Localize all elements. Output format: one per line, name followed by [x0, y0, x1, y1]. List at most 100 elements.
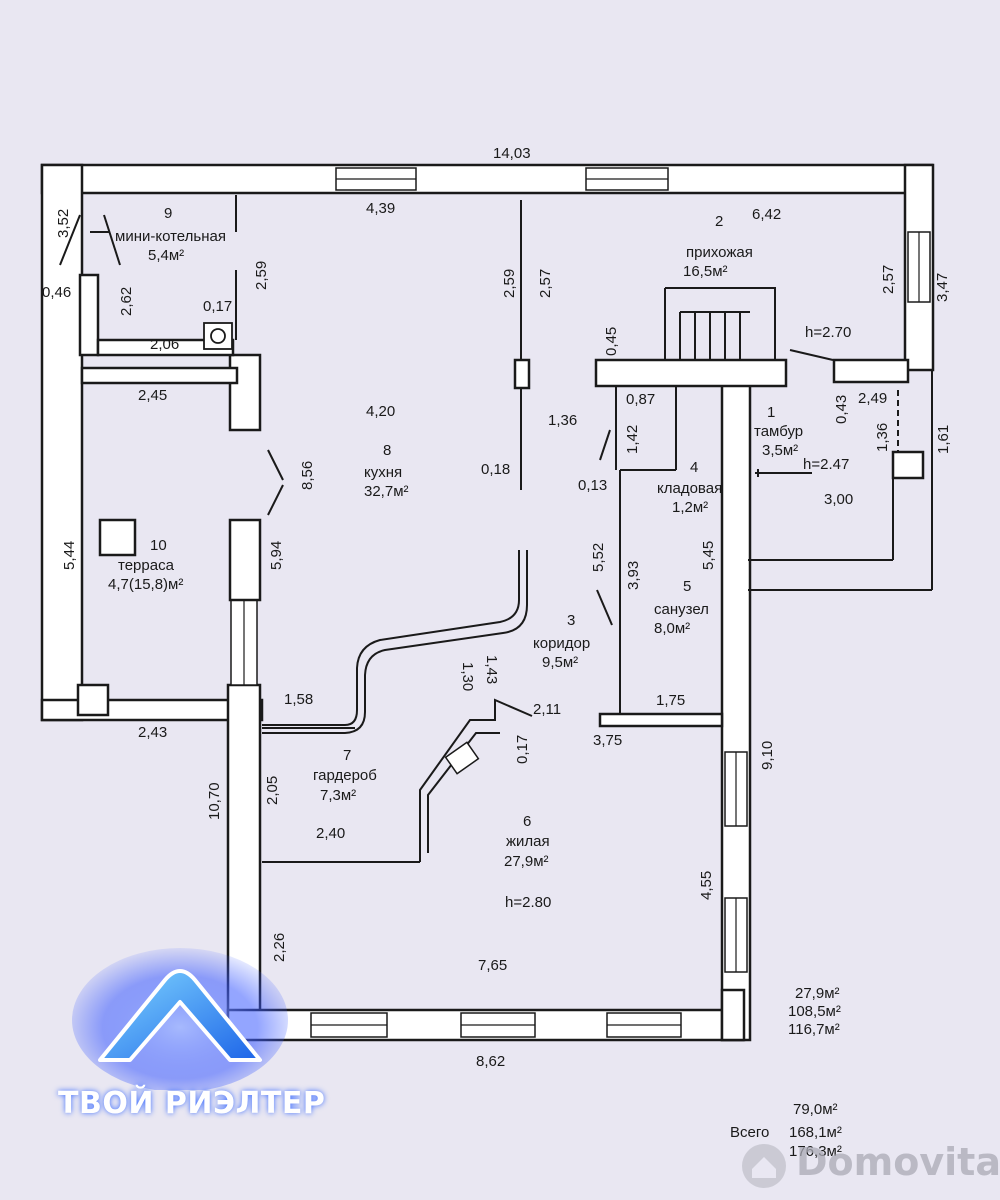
dim-label: 1,43 — [483, 655, 500, 684]
total-value: 176,3м² — [789, 1143, 842, 1160]
svg-text:1: 1 — [767, 404, 775, 421]
svg-text:гардероб: гардероб — [313, 767, 377, 784]
brand-logo-icon — [72, 948, 288, 1090]
svg-text:4,7(15,8)м²: 4,7(15,8)м² — [108, 576, 183, 593]
svg-text:коридор: коридор — [533, 635, 590, 652]
dim-label: 4,20 — [366, 403, 395, 420]
dim-label: 7,65 — [478, 957, 507, 974]
dim-label: 10,70 — [206, 782, 223, 820]
height-vestibule: h=2.47 — [803, 456, 849, 473]
totals-label: Всего — [730, 1124, 769, 1141]
watermark-text: Domovita — [796, 1140, 1000, 1184]
dim-label: 5,45 — [700, 541, 717, 570]
dim-label: 0,46 — [42, 284, 71, 301]
area-totals: 27,9м² 108,5м² 116,7м² 79,0м² Всего 168,… — [730, 985, 842, 1160]
svg-text:9: 9 — [164, 205, 172, 222]
bottom-windows — [230, 599, 748, 1038]
outer-walls — [40, 163, 935, 1042]
dim-label: 2,06 — [150, 336, 179, 353]
dim-label: 0,45 — [603, 327, 620, 356]
height-entry: h=2.70 — [805, 324, 851, 341]
dim-label: 2,11 — [533, 701, 561, 718]
dim-label: 5,94 — [268, 541, 285, 570]
svg-text:жилая: жилая — [506, 833, 550, 850]
svg-text:3,5м²: 3,5м² — [762, 442, 798, 459]
svg-text:7,3м²: 7,3м² — [320, 787, 356, 804]
svg-text:8,0м²: 8,0м² — [654, 620, 690, 637]
svg-text:4: 4 — [690, 459, 698, 476]
dim-label: 1,58 — [284, 691, 313, 708]
svg-text:8: 8 — [383, 442, 391, 459]
svg-text:32,7м²: 32,7м² — [364, 483, 409, 500]
svg-text:27,9м²: 27,9м² — [504, 853, 549, 870]
dim-label: 3,00 — [824, 491, 853, 508]
dim-label: 3,52 — [55, 209, 72, 238]
room-5-label: 5 санузел 8,0м² — [654, 578, 709, 637]
dim-label: 2,57 — [537, 269, 554, 298]
svg-text:5,4м²: 5,4м² — [148, 247, 184, 264]
dim-label: 5,52 — [590, 543, 607, 572]
interior-walls — [76, 273, 925, 728]
svg-text:5: 5 — [683, 578, 691, 595]
top-windows — [335, 167, 931, 303]
room-10-label: 10 терраса 4,7(15,8)м² — [108, 537, 183, 593]
room-8-label: 8 кухня 32,7м² — [364, 442, 409, 500]
dim-label: 1,36 — [874, 423, 891, 452]
dim-label: 3,75 — [593, 732, 622, 749]
room-9-label: 9 мини-котельная 5,4м² — [115, 205, 226, 264]
dim-label: 2,05 — [264, 776, 281, 805]
svg-text:9,5м²: 9,5м² — [542, 654, 578, 671]
partitions — [59, 195, 933, 863]
dimension-labels: 14,03 4,39 6,42 3,52 0,46 2,62 0,17 2,59… — [42, 145, 952, 1070]
dim-label: 1,75 — [656, 692, 685, 709]
dim-label: 2,59 — [253, 261, 270, 290]
total-value: 108,5м² — [788, 1003, 841, 1020]
dim-label: 3,47 — [934, 273, 951, 302]
room-7-label: 7 гардероб 7,3м² — [313, 747, 377, 804]
height-living: h=2.80 — [505, 894, 551, 911]
svg-text:10: 10 — [150, 537, 167, 554]
svg-text:6: 6 — [523, 813, 531, 830]
total-value: 27,9м² — [795, 985, 840, 1002]
dim-label: 2,43 — [138, 724, 167, 741]
dim-label: 2,49 — [858, 390, 887, 407]
dim-label: 2,57 — [880, 265, 897, 294]
dim-label: 14,03 — [493, 145, 531, 162]
dim-label: 6,42 — [752, 206, 781, 223]
svg-text:прихожая: прихожая — [686, 244, 753, 261]
dim-label: 8,56 — [299, 461, 316, 490]
dim-label: 2,59 — [501, 269, 518, 298]
dim-label: 0,13 — [578, 477, 607, 494]
svg-text:7: 7 — [343, 747, 351, 764]
watermark-home-icon — [742, 1144, 786, 1188]
dim-label: 9,10 — [759, 741, 776, 770]
dim-label: 2,40 — [316, 825, 345, 842]
total-value: 168,1м² — [789, 1124, 842, 1141]
brand-name: ТВОЙ РИЭЛТЕР — [58, 1086, 326, 1121]
dim-label: 2,45 — [138, 387, 167, 404]
dim-label: 0,43 — [833, 395, 850, 424]
svg-text:санузел: санузел — [654, 601, 709, 618]
dim-label: 0,18 — [481, 461, 510, 478]
svg-text:1,2м²: 1,2м² — [672, 499, 708, 516]
dim-label: 1,42 — [624, 425, 641, 454]
svg-text:кухня: кухня — [364, 464, 402, 481]
dim-label: 5,44 — [61, 541, 78, 570]
svg-text:тамбур: тамбур — [754, 423, 803, 440]
dim-label: 4,55 — [698, 871, 715, 900]
total-value: 116,7м² — [788, 1021, 840, 1038]
dim-label: 0,17 — [203, 298, 232, 315]
svg-text:16,5м²: 16,5м² — [683, 263, 728, 280]
dim-label: 2,26 — [271, 933, 288, 962]
dim-label: 0,87 — [626, 391, 655, 408]
dim-label: 0,17 — [514, 735, 531, 764]
dim-label: 2,62 — [118, 287, 135, 316]
svg-text:мини-котельная: мини-котельная — [115, 228, 226, 245]
svg-text:терраса: терраса — [118, 557, 175, 574]
dim-label: 8,62 — [476, 1053, 505, 1070]
